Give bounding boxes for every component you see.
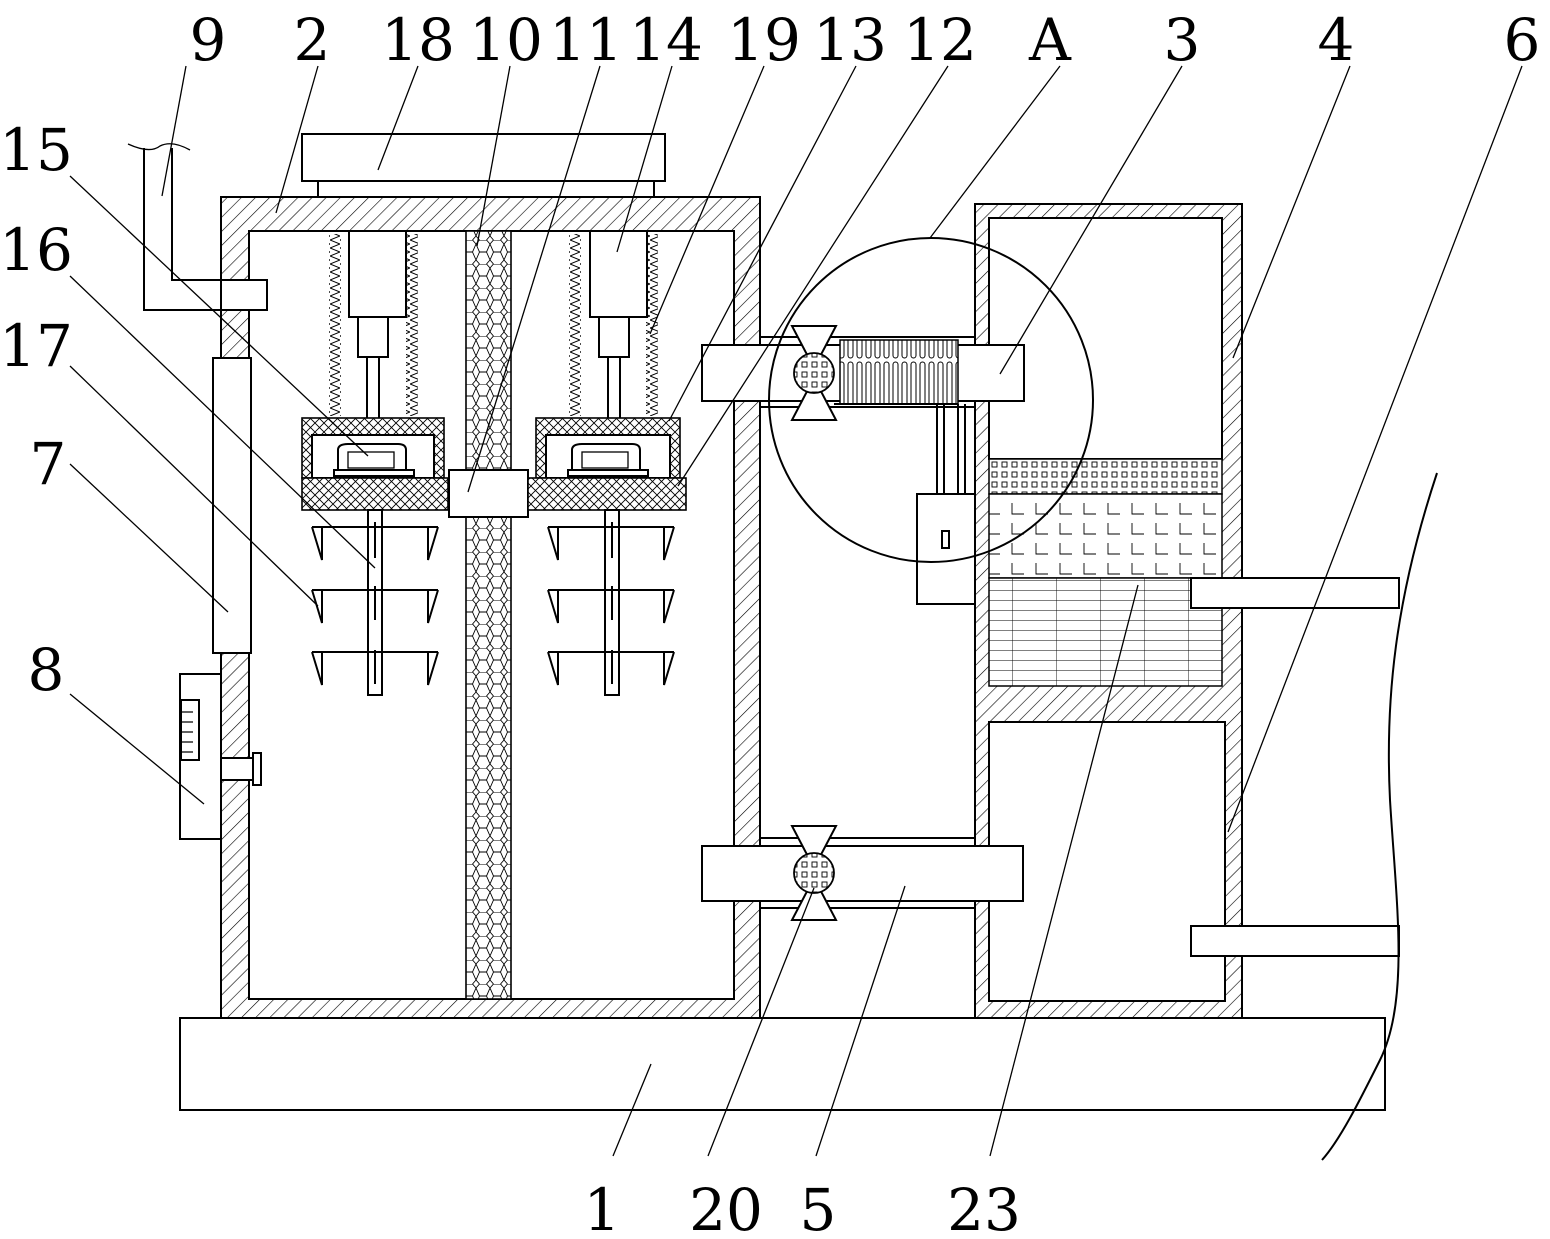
label-7: 7 [30,430,67,498]
label-10: 10 [469,6,543,74]
label-8: 8 [28,636,65,704]
label-16: 16 [0,216,73,284]
left-stirring-unit [301,230,449,696]
label-11: 11 [549,6,623,74]
label-23: 23 [947,1176,1021,1239]
label-19: 19 [727,6,801,74]
label-12: 12 [903,6,977,74]
label-2: 2 [294,6,331,74]
lower-outlet-pipe [1190,925,1400,957]
base-plate [179,1017,1386,1111]
detail-circle [768,237,1094,563]
label-15: 15 [0,116,73,184]
label-13: 13 [813,6,887,74]
label-1: 1 [584,1176,621,1239]
filter-tank [974,203,1243,1019]
feed-pipe [127,143,268,311]
label-6: 6 [1504,6,1541,74]
lower-pipe [701,837,1024,909]
label-5: 5 [800,1176,837,1239]
label-14: 14 [629,6,703,74]
leader-lines [69,65,1523,1157]
reference-numerals: 9 2 18 10 11 14 19 13 12 A 3 4 6 15 16 1… [0,6,1540,1239]
upper-outlet-pipe [1190,577,1400,609]
right-stirring-unit [527,230,687,696]
control-box [179,673,262,840]
label-A: A [1028,6,1072,74]
label-18: 18 [381,6,455,74]
sight-window [212,357,252,654]
label-9: 9 [190,6,227,74]
slider-block [448,469,529,518]
label-4: 4 [1318,6,1355,74]
label-3: 3 [1164,6,1201,74]
top-box [301,133,666,182]
upper-pipe [701,336,1025,605]
label-20: 20 [689,1176,763,1239]
lower-valve [790,825,838,921]
partition [465,230,512,1000]
label-17: 17 [0,312,73,380]
upper-valve [790,325,838,421]
break-line [1321,472,1438,1161]
